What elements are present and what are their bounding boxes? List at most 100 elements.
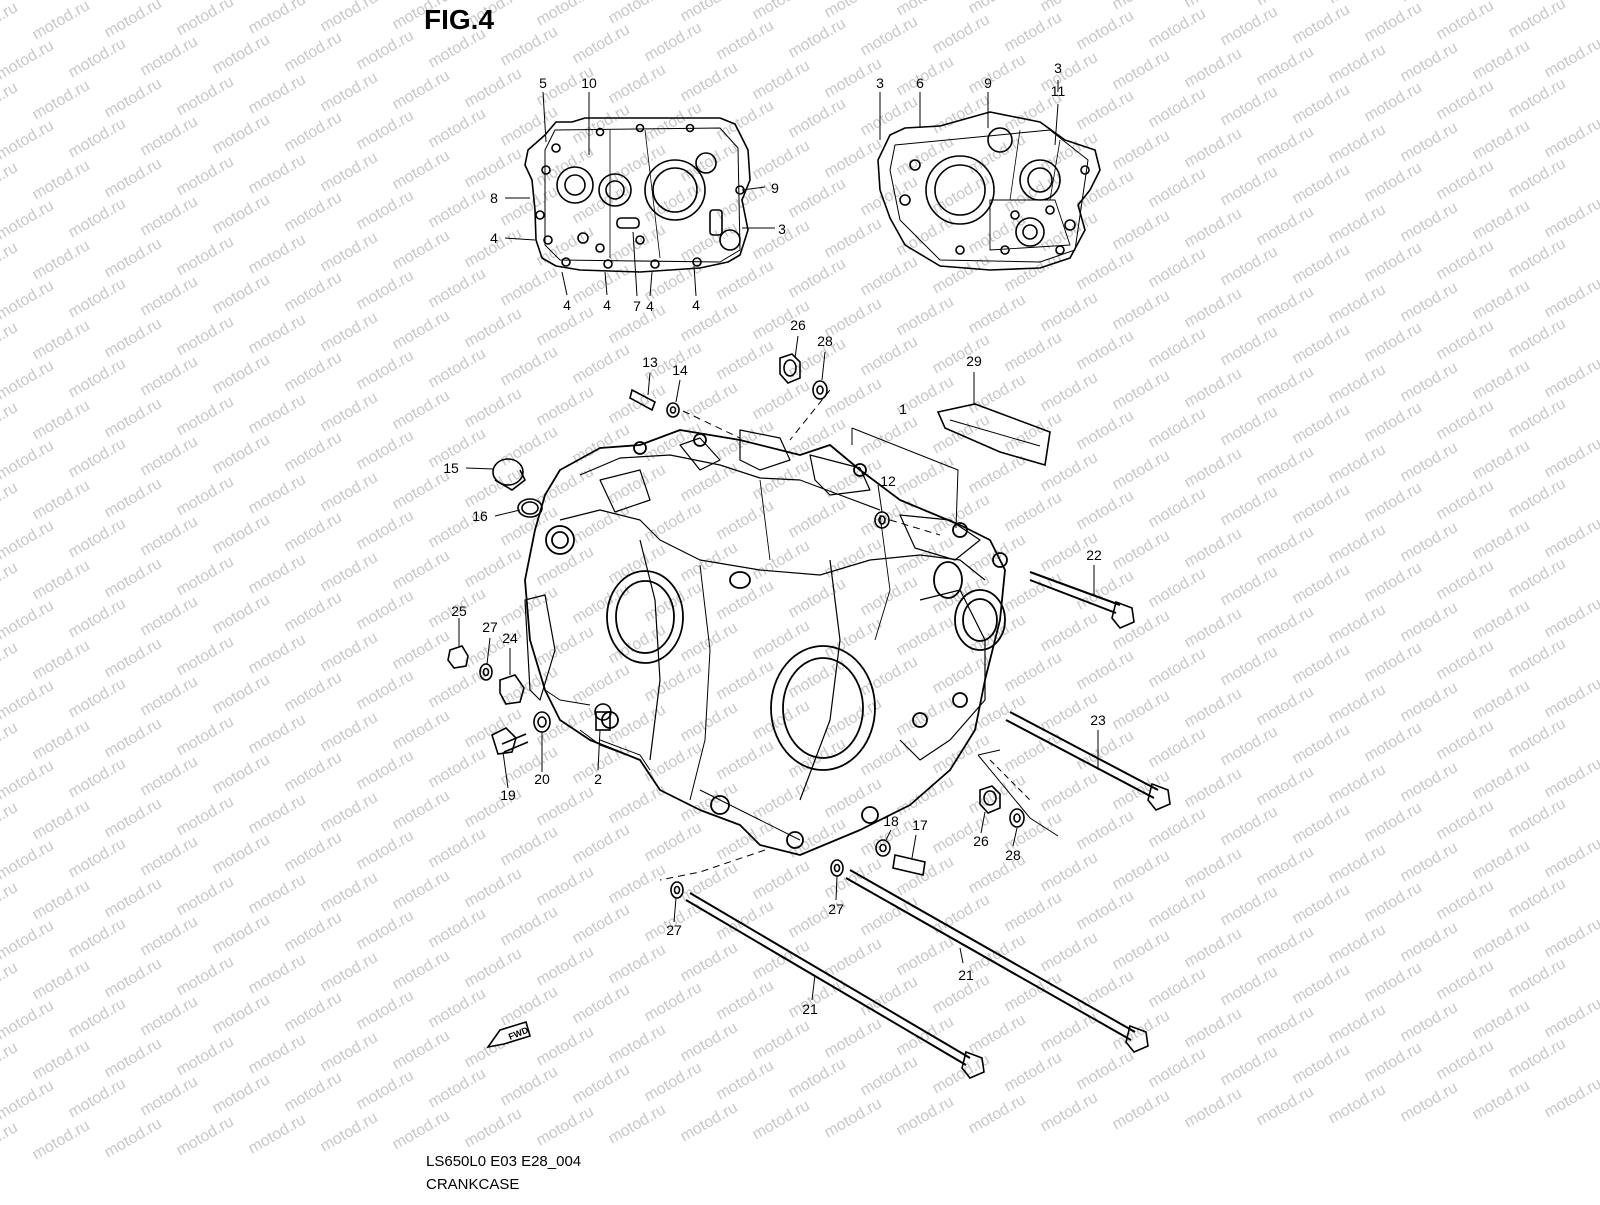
watermark-text: motod.ru [0, 1039, 21, 1085]
watermark-text: motod.ru [1434, 1037, 1497, 1083]
watermark-text: motod.ru [102, 715, 165, 761]
watermark-text: motod.ru [1290, 1041, 1353, 1087]
callout-label: 19 [500, 787, 516, 803]
figure-title: FIG.4 [424, 4, 494, 36]
callout-label: 2 [594, 771, 602, 787]
callout-label: 24 [502, 630, 518, 646]
watermark-text: motod.ru [30, 957, 93, 1003]
watermark-text: motod.ru [1470, 1077, 1533, 1123]
watermark-text: motod.ru [750, 697, 813, 743]
watermark-text: motod.ru [1146, 1045, 1209, 1091]
watermark-text: motod.ru [1218, 803, 1281, 849]
watermark-text: motod.ru [750, 137, 813, 183]
watermark-text: motod.ru [1182, 1005, 1245, 1051]
watermark-text: motod.ru [1218, 723, 1281, 769]
watermark-text: motod.ru [1218, 563, 1281, 609]
watermark-text: motod.ru [1398, 199, 1461, 245]
watermark-text: motod.ru [570, 1061, 633, 1107]
watermark-text: motod.ru [786, 575, 849, 621]
watermark-text: motod.ru [246, 871, 309, 917]
watermark-text: motod.ru [534, 0, 597, 29]
watermark-text: motod.ru [1254, 843, 1317, 889]
watermark-text: motod.ru [858, 173, 921, 219]
watermark-text: motod.ru [1362, 319, 1425, 365]
watermark-text: motod.ru [1146, 5, 1209, 51]
watermark-text: motod.ru [1218, 963, 1281, 1009]
watermark-text: motod.ru [1326, 1081, 1389, 1127]
watermark-text: motod.ru [282, 1069, 345, 1115]
watermark-text: motod.ru [1506, 1035, 1569, 1081]
watermark-text: motod.ru [138, 113, 201, 159]
watermark-text: motod.ru [570, 501, 633, 547]
watermark-text: motod.ru [0, 1077, 57, 1123]
watermark-text: motod.ru [1038, 1009, 1101, 1055]
watermark-text: motod.ru [714, 337, 777, 383]
watermark-text: motod.ru [1398, 1079, 1461, 1125]
callout-label: 28 [817, 333, 833, 349]
watermark-text: motod.ru [102, 875, 165, 921]
watermark-text: motod.ru [1326, 281, 1389, 327]
watermark-text: motod.ru [1362, 959, 1425, 1005]
callout-label: 15 [443, 460, 459, 476]
watermark-text: motod.ru [0, 677, 57, 723]
watermark-text: motod.ru [66, 115, 129, 161]
watermark-text: motod.ru [1290, 161, 1353, 207]
watermark-text: motod.ru [30, 637, 93, 683]
watermark-text: motod.ru [894, 213, 957, 259]
callout-label: 9 [984, 75, 992, 91]
watermark-text: motod.ru [1434, 957, 1497, 1003]
watermark-text: motod.ru [138, 993, 201, 1039]
watermark-text: motod.ru [1002, 889, 1065, 935]
watermark-text: motod.ru [1074, 807, 1137, 853]
watermark-text: motod.ru [1074, 7, 1137, 53]
watermark-text: motod.ru [1398, 519, 1461, 565]
watermark-text: motod.ru [30, 1037, 93, 1083]
watermark-text: motod.ru [858, 333, 921, 379]
watermark-text: motod.ru [1290, 481, 1353, 527]
watermark-text: motod.ru [1038, 929, 1101, 975]
watermark-text: motod.ru [498, 183, 561, 229]
watermark-text: motod.ru [246, 391, 309, 437]
watermark-text: motod.ru [0, 239, 21, 285]
watermark-text: motod.ru [138, 673, 201, 719]
watermark-text: motod.ru [0, 517, 57, 563]
watermark-text: motod.ru [354, 427, 417, 473]
watermark-text: motod.ru [570, 821, 633, 867]
watermark-text: motod.ru [1362, 1039, 1425, 1085]
watermark-text: motod.ru [678, 219, 741, 265]
watermark-text: motod.ru [1506, 315, 1569, 361]
watermark-text: motod.ru [1470, 597, 1533, 643]
watermark-text: motod.ru [0, 319, 21, 365]
watermark-text: motod.ru [0, 79, 21, 125]
watermark-text: motod.ru [354, 107, 417, 153]
watermark-text: motod.ru [678, 379, 741, 425]
watermark-text: motod.ru [786, 95, 849, 141]
watermark-text: motod.ru [1398, 679, 1461, 725]
watermark-text: motod.ru [714, 97, 777, 143]
watermark-text: motod.ru [1146, 885, 1209, 931]
watermark-text: motod.ru [30, 557, 93, 603]
watermark-text: motod.ru [246, 1111, 309, 1157]
watermark-text: motod.ru [1146, 725, 1209, 771]
watermark-text: motod.ru [426, 905, 489, 951]
watermark-text: motod.ru [426, 985, 489, 1031]
watermark-text: motod.ru [1434, 637, 1497, 683]
watermark-text: motod.ru [138, 433, 201, 479]
watermark-text: motod.ru [354, 747, 417, 793]
watermark-text: motod.ru [66, 195, 129, 241]
watermark-text: motod.ru [1506, 955, 1569, 1001]
watermark-text: motod.ru [1254, 123, 1317, 169]
watermark-text: motod.ru [1218, 883, 1281, 929]
watermark-text: motod.ru [1470, 117, 1533, 163]
watermark-text: motod.ru [930, 251, 993, 297]
callout-label: 3 [1054, 60, 1062, 76]
watermark-text: motod.ru [1290, 1, 1353, 47]
callout-label: 18 [883, 813, 899, 829]
watermark-text: motod.ru [30, 1117, 93, 1163]
watermark-text: motod.ru [1110, 927, 1173, 973]
watermark-text: motod.ru [1434, 317, 1497, 363]
watermark-text: motod.ru [1542, 675, 1600, 721]
watermark-text: motod.ru [1470, 757, 1533, 803]
watermark-text: motod.ru [462, 1105, 525, 1151]
watermark-text: motod.ru [0, 959, 21, 1005]
